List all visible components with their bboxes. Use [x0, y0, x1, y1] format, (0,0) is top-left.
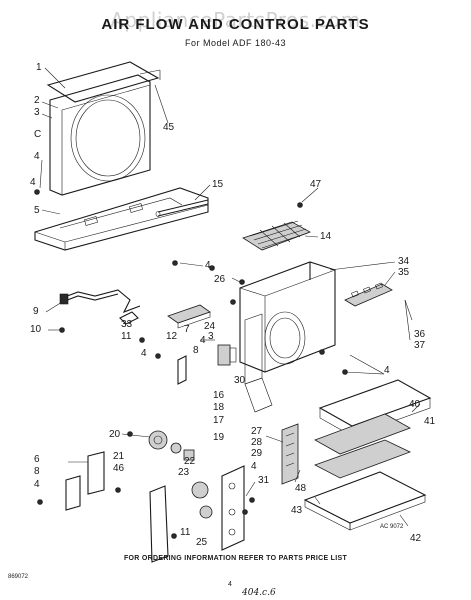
callout-label: 4 — [251, 461, 257, 472]
filter-media-part — [314, 413, 412, 479]
switch-part — [200, 339, 237, 366]
relay-board-part — [167, 304, 211, 329]
callout-label: 15 — [212, 179, 224, 190]
clip-part — [119, 311, 139, 325]
callout-label: 14 — [320, 231, 332, 242]
document-code: 869072 — [8, 574, 29, 580]
callout-label: 29 — [251, 448, 263, 459]
callout-label: 34 — [398, 256, 410, 267]
ordering-information-note: FOR ORDERING INFORMATION REFER TO PARTS … — [123, 555, 348, 562]
callout-label: 36 — [414, 329, 426, 340]
callout-label: 19 — [213, 432, 225, 443]
callout-label: 16 — [213, 390, 225, 401]
drain-pan-part — [303, 471, 427, 531]
callout-label: 33 — [121, 319, 133, 330]
callout-label: 4 — [30, 177, 36, 188]
callout-label: 3 — [208, 331, 214, 342]
callout-label: 10 — [30, 324, 42, 335]
callout-label: 28 — [251, 437, 263, 448]
side-cover-part — [149, 485, 169, 563]
callout-label: 45 — [163, 122, 175, 133]
callout-label: 11 — [121, 331, 132, 342]
callout-label: 11 — [180, 527, 191, 538]
callout-label: 23 — [178, 467, 190, 478]
callout-leader-lines — [39, 67, 421, 527]
callout-label: 6 — [34, 454, 40, 465]
bracket-part — [177, 355, 187, 385]
callout-label: 27 — [251, 426, 263, 437]
callout-label: 35 — [398, 267, 410, 278]
callout-label: 26 — [214, 274, 226, 285]
knob-assembly-part — [148, 430, 195, 461]
callout-label: 47 — [310, 179, 322, 190]
callout-label: 48 — [295, 483, 307, 494]
control-plate-part — [221, 465, 245, 551]
callout-label: 2 — [34, 95, 40, 106]
power-cord-part — [59, 289, 141, 314]
callout-label: 9 — [33, 306, 39, 317]
callout-label: 8 — [193, 345, 199, 356]
air-duct-housing-part — [239, 261, 336, 413]
callout-label: 4 — [384, 365, 390, 376]
front-panel-part — [46, 61, 161, 196]
model-subtitle: For Model ADF 180-43 — [184, 38, 287, 48]
callout-label: 18 — [213, 402, 225, 413]
callout-label: 43 — [291, 505, 303, 516]
callout-label: 5 — [34, 205, 40, 216]
callout-label: 1 — [36, 62, 42, 73]
callout-label: 20 — [109, 429, 121, 440]
callout-label: 30 — [234, 375, 246, 386]
heater-element-part — [281, 423, 299, 485]
callout-label: 40 — [409, 399, 421, 410]
callout-label: 17 — [213, 415, 225, 426]
callout-label: 8 — [34, 466, 40, 477]
callout-label: 46 — [113, 463, 125, 474]
diagram-code: AC 9072 — [380, 524, 404, 530]
callout-label: 4 — [34, 151, 40, 162]
knob-covers-part — [65, 451, 105, 511]
callout-label: 31 — [258, 475, 270, 486]
callout-label: 22 — [184, 456, 196, 467]
handwritten-note: 404.c.6 — [242, 588, 276, 598]
callout-label: 41 — [424, 416, 436, 427]
callout-label: 37 — [414, 340, 426, 351]
callout-label: 42 — [410, 533, 422, 544]
callout-label: 4 — [205, 260, 211, 271]
callout-label: 3 — [34, 107, 40, 118]
page-title: AIR FLOW AND CONTROL PARTS — [101, 16, 370, 33]
callout-label: 4 — [141, 348, 147, 359]
callout-label: 4 — [34, 479, 40, 490]
watermark: AppliancePartsPros.com — [110, 8, 361, 32]
callout-label: 25 — [196, 537, 208, 548]
callout-label: 4 — [200, 335, 206, 346]
callout-label: C — [34, 129, 42, 140]
rod-part — [155, 199, 209, 217]
filter-grille-part — [242, 220, 311, 251]
base-tray-part — [34, 187, 209, 251]
page-number: 4 — [228, 581, 232, 588]
control-panel-part — [344, 282, 393, 307]
control-knobs-part — [191, 481, 213, 519]
callout-label: 12 — [166, 331, 178, 342]
callout-label: 7 — [184, 324, 190, 335]
callout-label: 24 — [204, 321, 216, 332]
callout-label: 21 — [113, 451, 125, 462]
